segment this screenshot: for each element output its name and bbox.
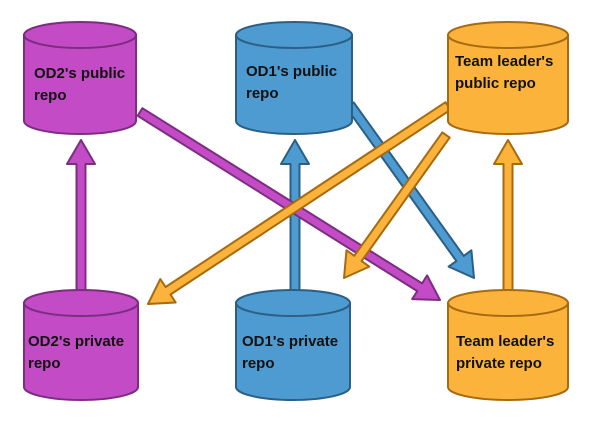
- cylinder-top: [235, 21, 353, 49]
- cylinder-body: [23, 302, 139, 401]
- repo-od2-private: OD2's private repo: [23, 289, 139, 401]
- repo-od1-private: OD1's private repo: [235, 289, 351, 401]
- repo-label-line: Team leader's: [456, 333, 554, 350]
- repo-label-line: public repo: [455, 75, 536, 92]
- repo-label-line: repo: [28, 355, 61, 372]
- repo-label-line: repo: [34, 87, 67, 104]
- arrow-od2-private-to-od2-public: [66, 139, 96, 301]
- repo-label-line: repo: [242, 355, 275, 372]
- cylinder-top: [447, 21, 569, 49]
- repo-label-line: OD1's public: [246, 63, 337, 80]
- repo-label-line: repo: [246, 85, 279, 102]
- arrow-tl-private-to-tl-public: [493, 139, 523, 301]
- cylinder-top: [23, 21, 137, 49]
- cylinder-body: [235, 302, 351, 401]
- repo-label-line: private repo: [456, 355, 542, 372]
- arrow-tl-public-to-od1-private: [343, 131, 451, 279]
- arrow-tl-public-to-od2-private: [147, 101, 452, 305]
- cylinder-top: [235, 289, 351, 317]
- arrows-layer: [66, 101, 523, 305]
- cylinder-top: [23, 289, 139, 317]
- repo-label-line: Team leader's: [455, 53, 553, 70]
- repo-od2-public: OD2's public repo: [23, 21, 137, 135]
- cylinder-body: [447, 302, 569, 401]
- cylinder-top: [447, 289, 569, 317]
- repo-od1-public: OD1's public repo: [235, 21, 353, 135]
- cylinder-body: [23, 34, 137, 135]
- cylinder-body: [235, 34, 353, 135]
- repo-label-line: OD1's private: [242, 333, 338, 350]
- repo-label-line: OD2's private: [28, 333, 124, 350]
- arrow-od1-private-to-od1-public: [280, 139, 310, 301]
- repo-tl-private: Team leader's private repo: [447, 289, 569, 401]
- cylinder-body: [447, 34, 569, 135]
- repo-tl-public: Team leader's public repo: [447, 21, 569, 135]
- repo-label-line: OD2's public: [34, 65, 125, 82]
